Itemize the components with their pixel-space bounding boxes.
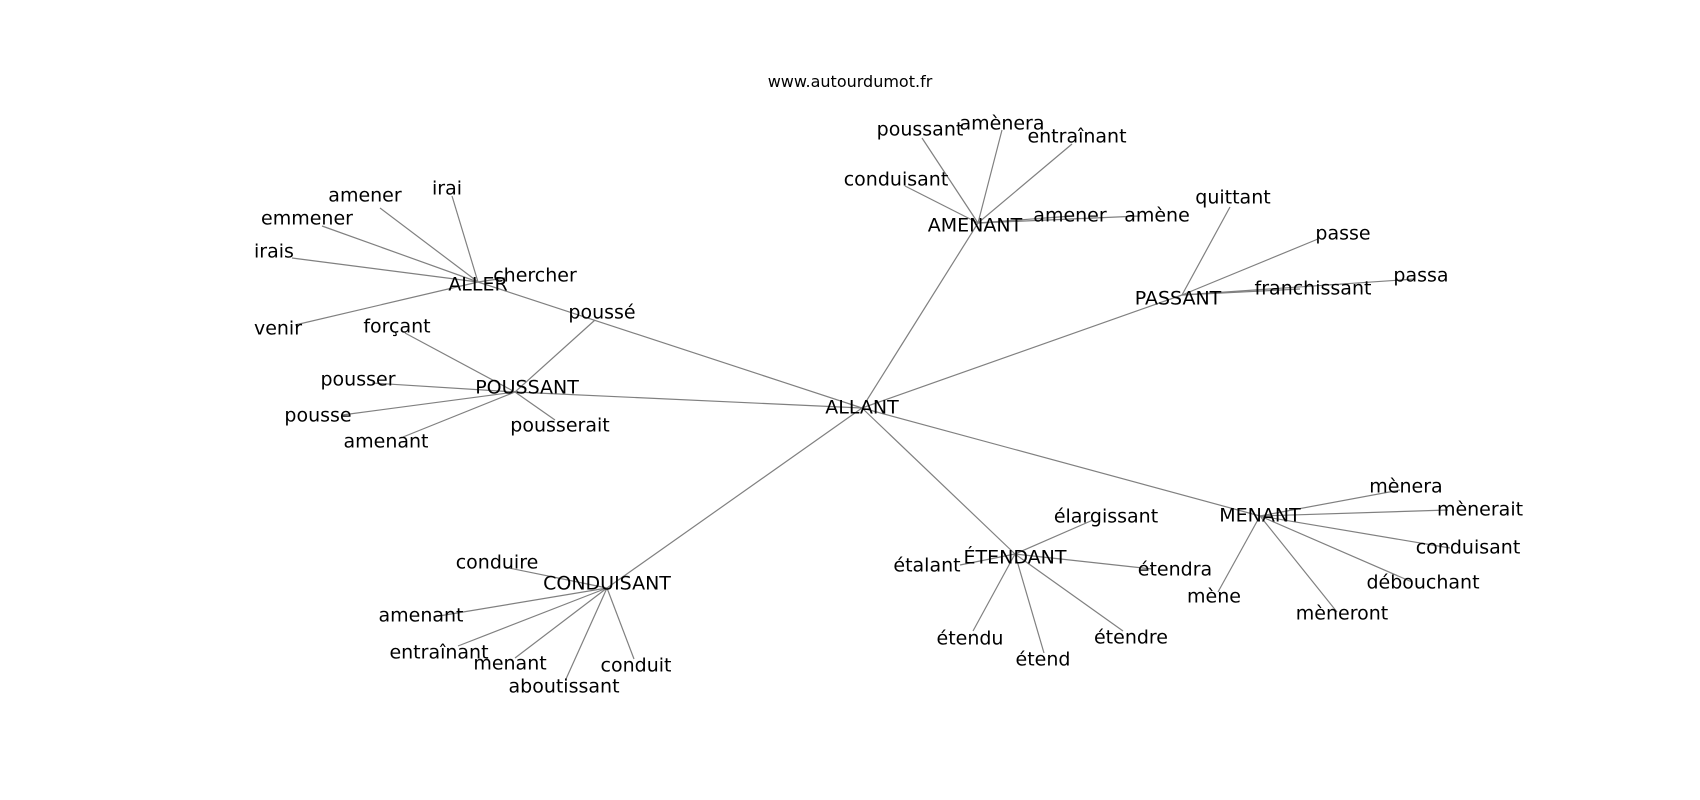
edge-conduisant-word bbox=[514, 587, 608, 659]
edge-passant-word bbox=[1181, 206, 1231, 296]
edge-poussant-word bbox=[341, 391, 516, 416]
edge-amenant-word bbox=[904, 185, 979, 224]
hub-node-menant[interactable]: MENANT bbox=[1219, 505, 1301, 527]
edge-center-conduisant bbox=[606, 407, 863, 589]
word-node[interactable]: conduit bbox=[601, 655, 672, 677]
word-node[interactable]: étendra bbox=[1138, 559, 1212, 581]
word-node[interactable]: poussé bbox=[568, 302, 635, 324]
word-node[interactable]: poussant bbox=[877, 119, 964, 141]
edge-poussant-word bbox=[514, 391, 556, 421]
word-node[interactable]: étend bbox=[1016, 649, 1071, 671]
word-node[interactable]: pousserait bbox=[510, 415, 609, 437]
word-node[interactable]: amenant bbox=[343, 431, 428, 453]
edge-passant-word bbox=[1181, 238, 1319, 296]
hub-node-conduisant[interactable]: CONDUISANT bbox=[543, 573, 671, 595]
center-node[interactable]: ALLANT bbox=[825, 397, 899, 419]
edge-poussant-word bbox=[514, 319, 596, 393]
edge-conduisant-word bbox=[457, 587, 608, 647]
word-node[interactable]: mèneront bbox=[1296, 603, 1388, 625]
hub-node-amenant[interactable]: AMENANT bbox=[928, 215, 1023, 237]
word-node[interactable]: amener bbox=[1033, 205, 1107, 227]
edge-conduisant-word bbox=[606, 587, 635, 660]
word-node[interactable]: élargissant bbox=[1054, 506, 1158, 528]
edge-etendant-word bbox=[1014, 519, 1094, 555]
word-node[interactable]: pousse bbox=[284, 405, 351, 427]
edge-aller-word bbox=[379, 207, 479, 283]
edge-center-menant bbox=[861, 407, 1261, 517]
word-node[interactable]: entraînant bbox=[1027, 126, 1126, 148]
graph-labels: ALLANT ALLER amener irai emmener irais cherche… bbox=[254, 113, 1523, 698]
edge-menant-word bbox=[1259, 515, 1338, 613]
word-node[interactable]: pousser bbox=[320, 369, 395, 391]
word-node[interactable]: amènera bbox=[959, 113, 1044, 135]
word-node[interactable]: conduire bbox=[456, 552, 539, 574]
edge-amenant-word bbox=[977, 215, 1141, 224]
word-node[interactable]: passa bbox=[1393, 265, 1448, 287]
edge-passant-word bbox=[1181, 278, 1416, 296]
graph-edges bbox=[291, 129, 1451, 680]
word-node[interactable]: irais bbox=[254, 241, 294, 263]
edge-menant-word bbox=[1259, 515, 1413, 583]
word-node[interactable]: étendre bbox=[1094, 627, 1168, 649]
word-node[interactable]: irai bbox=[432, 178, 462, 200]
word-node[interactable]: conduisant bbox=[1416, 537, 1521, 559]
edge-menant-word bbox=[1217, 515, 1261, 593]
edge-center-etendant bbox=[861, 407, 1016, 555]
edge-center-amenant bbox=[861, 222, 979, 409]
word-node[interactable]: étendu bbox=[937, 628, 1004, 650]
edge-menant-word bbox=[1259, 489, 1401, 517]
word-node[interactable]: passe bbox=[1315, 223, 1370, 245]
word-node[interactable]: conduisant bbox=[844, 169, 949, 191]
word-node[interactable]: mènerait bbox=[1437, 499, 1523, 521]
hub-node-poussant[interactable]: POUSSANT bbox=[475, 377, 579, 399]
word-node[interactable]: étalant bbox=[893, 555, 960, 577]
edge-conduisant-word bbox=[432, 587, 608, 618]
word-node[interactable]: quittant bbox=[1195, 187, 1270, 209]
site-url: www.autourdumot.fr bbox=[767, 72, 933, 91]
edge-center-aller bbox=[477, 281, 863, 409]
edge-passant-word bbox=[1181, 288, 1301, 296]
edge-aller-word bbox=[291, 257, 479, 283]
word-node[interactable]: aboutissant bbox=[508, 676, 619, 698]
hub-node-etendant[interactable]: ÉTENDANT bbox=[964, 546, 1067, 569]
edge-etendant-word bbox=[959, 553, 1016, 566]
word-node[interactable]: amenant bbox=[378, 605, 463, 627]
word-node[interactable]: mène bbox=[1187, 586, 1241, 608]
edge-aller-word bbox=[451, 195, 479, 283]
word-node[interactable]: forçant bbox=[363, 316, 430, 338]
edge-menant-word bbox=[1259, 515, 1451, 549]
edge-poussant-word bbox=[371, 382, 516, 393]
word-node[interactable]: entraînant bbox=[389, 642, 488, 664]
edge-amenant-word bbox=[921, 137, 979, 224]
word-node[interactable]: amener bbox=[328, 185, 402, 207]
edge-aller-word bbox=[294, 281, 479, 326]
word-node[interactable]: venir bbox=[254, 318, 302, 340]
edge-etendant-word bbox=[972, 553, 1016, 632]
edge-etendant-word bbox=[1014, 553, 1153, 570]
edge-conduisant-word bbox=[565, 587, 608, 680]
hub-node-aller[interactable]: ALLER bbox=[448, 274, 507, 296]
edge-amenant-word bbox=[977, 143, 1073, 224]
edge-aller-word bbox=[321, 225, 479, 283]
edge-conduisant-word bbox=[503, 566, 608, 589]
edge-poussant-word bbox=[402, 391, 516, 438]
word-node[interactable]: franchissant bbox=[1255, 278, 1372, 300]
word-node[interactable]: chercher bbox=[493, 265, 577, 287]
edge-amenant-word bbox=[977, 129, 1003, 224]
word-node[interactable]: emmener bbox=[261, 208, 353, 230]
word-node[interactable]: menant bbox=[473, 653, 546, 675]
word-node[interactable]: amène bbox=[1124, 205, 1190, 227]
edge-center-passant bbox=[861, 294, 1183, 409]
hub-node-passant[interactable]: PASSANT bbox=[1135, 288, 1222, 310]
edge-poussant-word bbox=[404, 332, 516, 393]
edge-menant-word bbox=[1259, 509, 1449, 517]
word-node[interactable]: mènera bbox=[1369, 476, 1442, 498]
word-node[interactable]: débouchant bbox=[1366, 572, 1479, 594]
edge-etendant-word bbox=[1014, 553, 1045, 654]
edge-center-poussant bbox=[514, 391, 863, 409]
edge-aller-word bbox=[477, 277, 506, 283]
edge-etendant-word bbox=[1014, 553, 1124, 632]
